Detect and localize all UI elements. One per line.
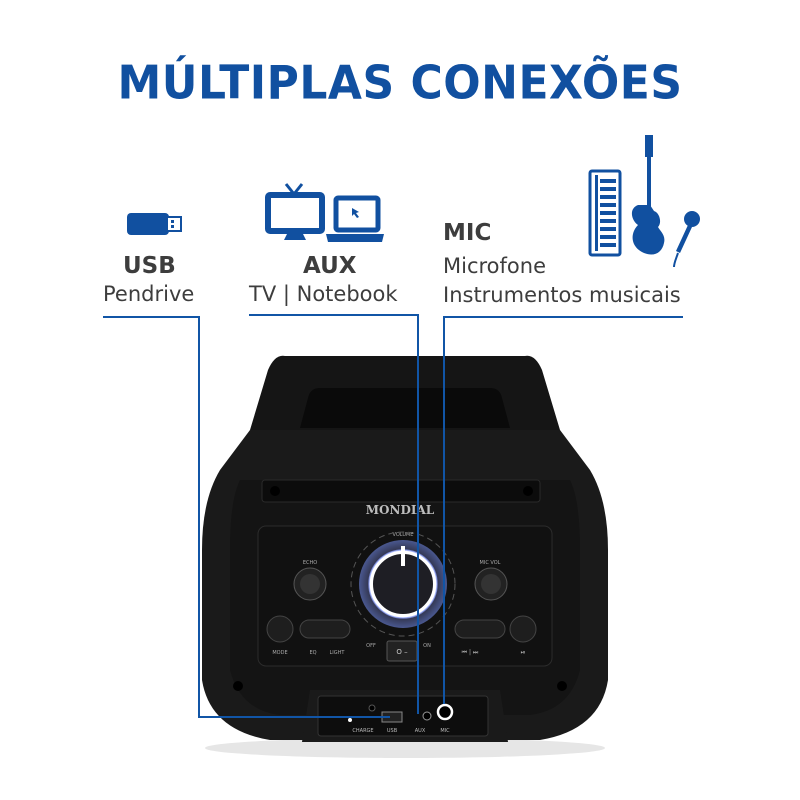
usb-connector-line: [198, 316, 200, 718]
page-title: MÚLTIPLAS CONEXÕES: [117, 56, 683, 111]
mic-connector-line: [443, 316, 445, 704]
aux-connector-line: [249, 314, 419, 316]
svg-text:⏮ | ⏭: ⏮ | ⏭: [462, 649, 479, 656]
mic-description-1: Microfone: [443, 254, 546, 278]
svg-text:AUX: AUX: [415, 728, 426, 734]
svg-text:LIGHT: LIGHT: [330, 650, 346, 656]
svg-text:MODE: MODE: [272, 650, 287, 656]
instruments-icon: [588, 133, 700, 269]
brand-logo: MONDIAL: [366, 503, 435, 517]
svg-text:MIC VOL: MIC VOL: [480, 560, 501, 566]
aux-connector-line: [417, 314, 419, 714]
svg-text:EQ: EQ: [309, 650, 316, 656]
mic-connector-line: [443, 316, 683, 318]
aux-label: AUX: [303, 253, 357, 279]
svg-text:⏯: ⏯: [521, 649, 526, 656]
speaker-image: MONDIAL VOLUME ECHO MIC VOL MODE EQ LIGH…: [190, 350, 620, 760]
usb-description: Pendrive: [103, 282, 195, 306]
svg-text:ON: ON: [423, 643, 431, 649]
svg-text:USB: USB: [387, 728, 398, 734]
svg-text:ECHO: ECHO: [303, 560, 317, 566]
svg-text:CHARGE: CHARGE: [352, 728, 373, 734]
mic-description-2: Instrumentos musicais: [443, 283, 681, 307]
usb-connector-line: [103, 316, 199, 318]
svg-text:VOLUME: VOLUME: [393, 532, 414, 538]
tv-notebook-icon: [264, 182, 386, 244]
usb-label: USB: [123, 253, 176, 279]
svg-text:O –: O –: [396, 648, 408, 656]
usb-connector-line: [198, 716, 390, 718]
svg-text:OFF: OFF: [366, 643, 376, 649]
usb-drive-icon: [127, 212, 183, 236]
svg-text:MIC: MIC: [440, 728, 450, 734]
mic-label: MIC: [443, 220, 492, 246]
aux-description: TV | Notebook: [249, 282, 398, 306]
